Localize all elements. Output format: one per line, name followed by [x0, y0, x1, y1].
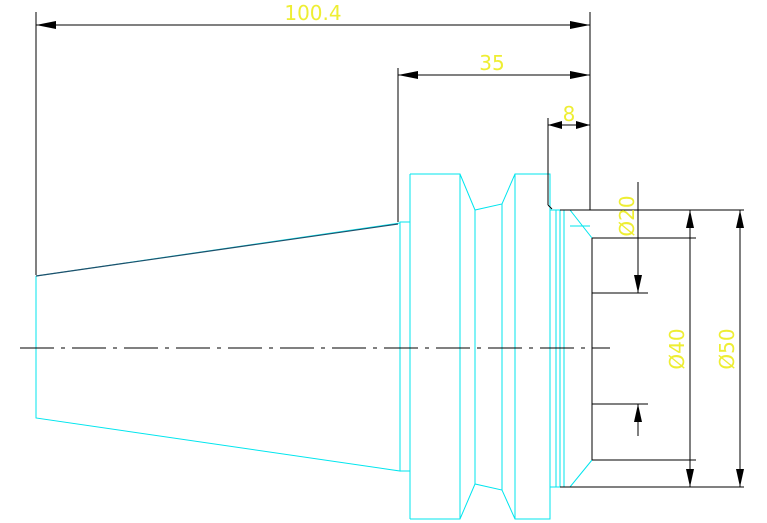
dimension-arrows	[36, 21, 744, 487]
nose-chamfer-bot	[564, 459, 593, 488]
dim-diameter-mid: Ø40	[665, 328, 689, 369]
dim-step-width: 8	[563, 102, 576, 126]
part-outline	[35, 173, 593, 520]
dim-flange-offset: 35	[479, 51, 504, 75]
taper-lower-edge	[35, 222, 401, 472]
dimension-lines	[35, 12, 744, 488]
flange-upper	[410, 173, 551, 211]
dim-diameter-small: Ø20	[615, 195, 639, 236]
dim-diameter-large: Ø50	[715, 328, 739, 369]
dim-overall-length: 100.4	[284, 1, 341, 25]
shank-neck	[399, 221, 411, 472]
taper-upper-edge	[35, 223, 399, 277]
flange-lower	[410, 483, 551, 520]
nose-chamfer-top	[564, 209, 593, 239]
